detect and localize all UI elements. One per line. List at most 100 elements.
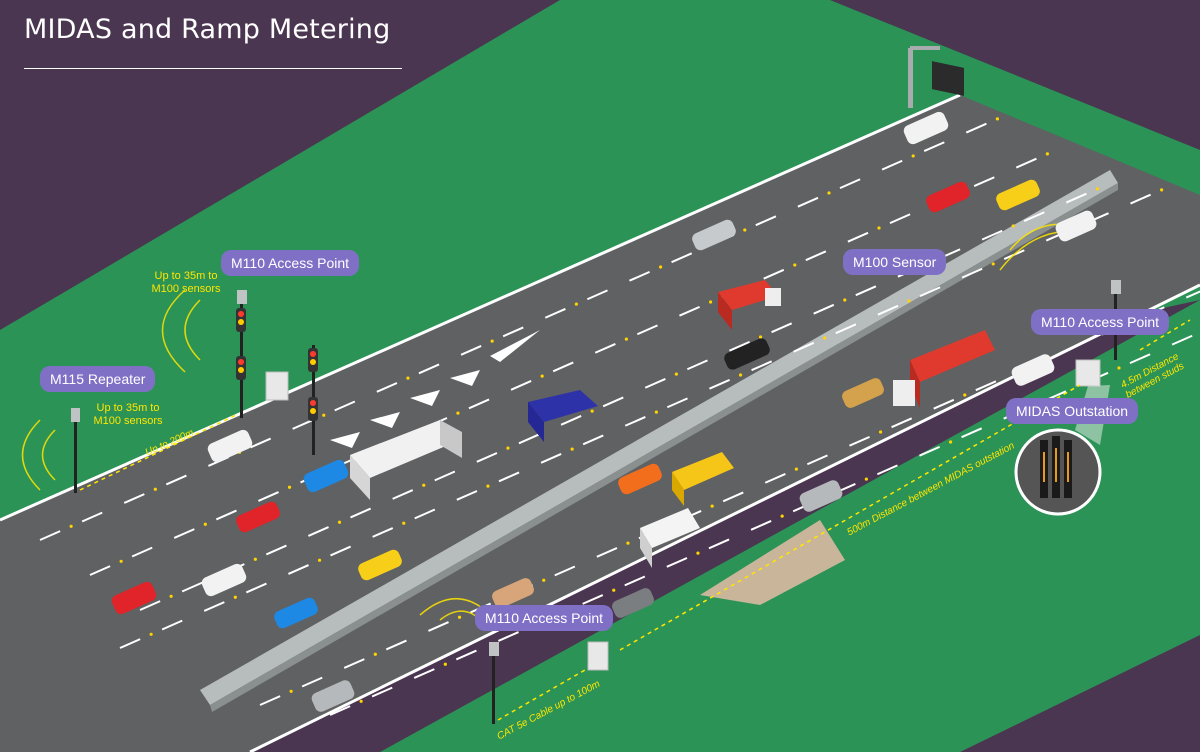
- lane-dash: [973, 176, 995, 188]
- road-stud: [793, 263, 797, 267]
- lane-dash: [961, 267, 983, 279]
- lane-dash: [385, 639, 407, 651]
- lane-dash: [502, 326, 524, 338]
- road-stud: [995, 117, 1000, 121]
- overhead-gantry: [908, 46, 964, 108]
- road-stud: [864, 477, 868, 481]
- lane-dash: [708, 538, 730, 550]
- car-white-3: [1011, 354, 1055, 386]
- lane-dash: [258, 491, 279, 502]
- lane-dash: [288, 564, 309, 575]
- lane-dash: [39, 530, 61, 541]
- road-stud: [911, 154, 915, 158]
- page-title: MIDAS and Ramp Metering: [24, 14, 391, 45]
- lane-dash: [919, 286, 941, 298]
- road-stud: [827, 191, 831, 195]
- road-stud: [612, 588, 616, 592]
- lane-dash: [806, 454, 828, 466]
- road-stud: [422, 483, 426, 487]
- lane-dash: [554, 565, 576, 577]
- road-stud: [233, 595, 237, 599]
- lane-dash: [376, 382, 398, 393]
- road-stud: [359, 699, 363, 703]
- car-grey-2: [799, 480, 843, 512]
- lane-dash: [334, 400, 356, 412]
- road-stud: [780, 514, 784, 518]
- road-stud: [696, 551, 700, 555]
- lane-dash: [750, 520, 772, 531]
- road-stud: [490, 339, 494, 343]
- lane-dash: [813, 303, 835, 315]
- vehicle-truck-red-right: [893, 330, 995, 408]
- car-blue-2: [274, 597, 318, 629]
- vehicle-truck-red-top: [718, 280, 781, 330]
- car-white-1: [903, 111, 949, 145]
- lane-dash: [518, 433, 540, 445]
- lane-dash: [671, 252, 693, 264]
- lane-dash: [981, 229, 1003, 241]
- road-stud: [570, 447, 574, 451]
- lane-dash: [301, 676, 323, 688]
- lane-dash: [975, 380, 997, 392]
- callout-m100-sensor: M100 Sensor: [843, 249, 947, 275]
- lane-dash: [89, 565, 111, 576]
- lane-dash: [624, 415, 646, 427]
- road-stud: [948, 440, 953, 444]
- lane-dash: [245, 582, 267, 594]
- car-black-1: [724, 338, 770, 370]
- lane-dash: [961, 427, 983, 439]
- lane-dash: [835, 323, 857, 335]
- lane-dash: [428, 621, 449, 632]
- car-grey-3: [612, 588, 654, 618]
- lane-dash: [418, 363, 440, 375]
- lane-dash: [881, 159, 903, 171]
- lane-dash: [666, 397, 688, 409]
- lane-dash: [891, 417, 913, 429]
- vehicles: [111, 111, 1097, 712]
- note-range-repeater: Up to 35m to M100 sensors: [93, 402, 163, 427]
- title-block: MIDAS and Ramp Metering: [24, 14, 402, 69]
- car-white-5: [201, 563, 247, 597]
- road-stud: [708, 300, 713, 304]
- lane-dash: [1185, 290, 1200, 299]
- lane-dash: [855, 285, 877, 297]
- lane-dash: [629, 270, 650, 282]
- callout-midas-outstation: MIDAS Outstation: [1006, 398, 1139, 424]
- lane-dash: [1015, 157, 1037, 169]
- lane-dash: [636, 324, 658, 336]
- road-stud: [907, 299, 911, 303]
- road-stud: [542, 578, 546, 582]
- lane-dash: [544, 307, 566, 319]
- lane-dash: [1129, 353, 1151, 365]
- lane-dash: [250, 437, 272, 449]
- road-stud: [654, 410, 658, 414]
- road-stud: [443, 662, 447, 666]
- lane-dash: [596, 547, 618, 558]
- note-range-access: Up to 35m to M100 sensors: [151, 270, 221, 295]
- lane-dash: [329, 705, 351, 716]
- road-stud: [373, 652, 377, 656]
- lane-dash: [876, 464, 898, 476]
- midas-outstation-cabinet: [1075, 359, 1101, 387]
- road-stud: [843, 298, 847, 302]
- car-orange-1: [618, 463, 662, 495]
- lane-dash: [933, 398, 955, 410]
- lane-dash: [686, 359, 708, 371]
- central-barrier-side: [210, 183, 1118, 712]
- lane-dash: [847, 231, 869, 243]
- car-yellow-2: [358, 549, 402, 581]
- lane-dash: [259, 695, 281, 706]
- lane-dash: [877, 304, 899, 316]
- lane-dash: [414, 508, 436, 520]
- car-red-1: [926, 181, 970, 213]
- ramp-signal-left: [236, 300, 246, 418]
- lane-dash: [540, 453, 562, 464]
- callout-repeater: M115 Repeater: [40, 366, 156, 392]
- lane-dash: [586, 289, 608, 301]
- lane-dash: [371, 686, 393, 698]
- road-stud: [710, 504, 714, 508]
- lane-dash: [805, 250, 827, 262]
- road-stud: [337, 520, 342, 524]
- car-gold-2: [492, 578, 534, 608]
